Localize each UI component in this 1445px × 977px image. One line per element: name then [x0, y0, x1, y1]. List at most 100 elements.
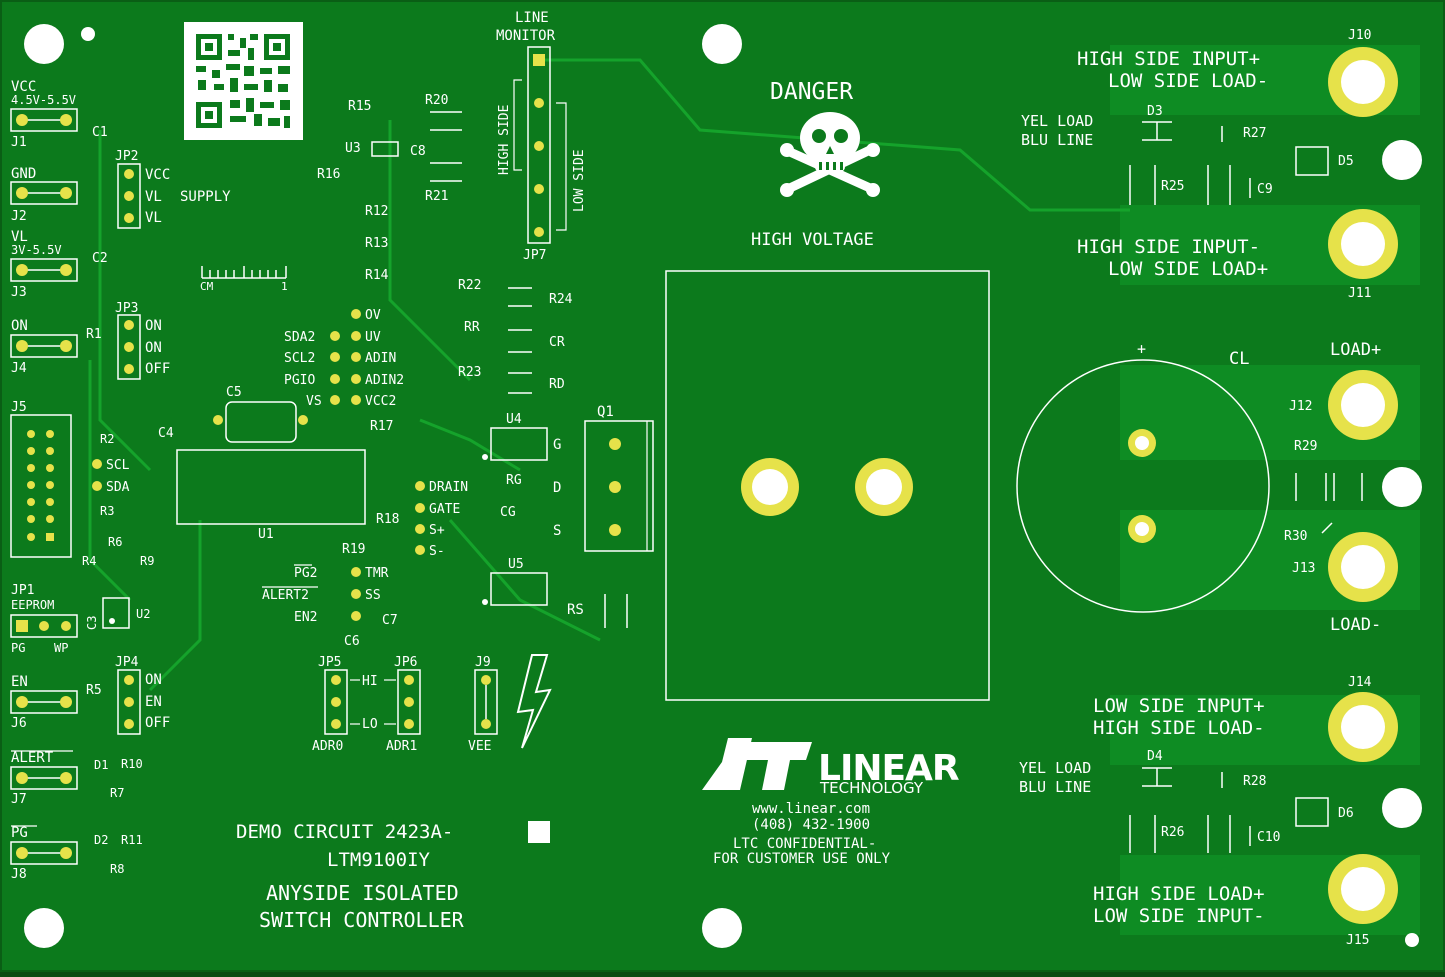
svg-text:C6: C6 — [344, 634, 360, 649]
svg-text:R15: R15 — [348, 99, 371, 114]
svg-text:R5: R5 — [86, 683, 102, 698]
svg-text:J12: J12 — [1289, 399, 1312, 414]
svg-text:YEL LOAD: YEL LOAD — [1019, 759, 1091, 777]
svg-text:R18: R18 — [376, 512, 399, 527]
danger-warning: DANGER HIGH VOLTAGE — [751, 79, 880, 250]
connector-j1: VCC 4.5V-5.5V J1 C1 — [10, 79, 108, 150]
svg-text:EN: EN — [11, 674, 28, 690]
svg-text:ON: ON — [145, 672, 162, 688]
svg-text:SDA2: SDA2 — [284, 330, 315, 345]
svg-text:SCL2: SCL2 — [284, 351, 315, 366]
svg-text:R24: R24 — [549, 292, 573, 307]
qr-code-icon — [184, 22, 303, 140]
mount-hole-bl — [24, 908, 64, 948]
svg-text:R26: R26 — [1161, 825, 1184, 840]
terminal-j14: J14 LOW SIDE INPUT+ HIGH SIDE LOAD- — [1093, 675, 1398, 762]
svg-text:S+: S+ — [429, 523, 445, 538]
svg-text:SDA: SDA — [106, 480, 130, 495]
svg-text:D5: D5 — [1338, 154, 1354, 169]
svg-text:PGIO: PGIO — [284, 373, 315, 388]
svg-text:JP2: JP2 — [115, 149, 138, 164]
test-points-mosfet: DRAIN GATE S+ S- R18 R19 — [342, 480, 468, 559]
svg-text:ON: ON — [11, 318, 28, 334]
svg-text:U3: U3 — [345, 141, 361, 156]
svg-text:CL: CL — [1229, 349, 1249, 369]
svg-text:HI: HI — [362, 674, 378, 689]
svg-text:C8: C8 — [410, 144, 426, 159]
svg-text:J7: J7 — [11, 792, 27, 807]
svg-text:HIGH SIDE LOAD+: HIGH SIDE LOAD+ — [1093, 883, 1265, 905]
heatsink-area — [665, 270, 990, 701]
svg-text:JP4: JP4 — [115, 655, 139, 670]
opto-u4: U4 RG CG — [482, 412, 548, 520]
led-d3-block: YEL LOAD BLU LINE D3 R27 D5 R25 C9 — [1021, 104, 1354, 205]
svg-text:J1: J1 — [11, 135, 27, 150]
logo-technology-text: TECHNOLOGY — [819, 779, 924, 797]
svg-text:U1: U1 — [258, 527, 274, 542]
svg-text:VL: VL — [145, 210, 162, 226]
svg-text:LOAD+: LOAD+ — [1330, 340, 1381, 360]
jumper-jp4: JP4 ON EN OFF — [115, 655, 170, 735]
svg-text:UV: UV — [365, 330, 381, 345]
svg-text:DRAIN: DRAIN — [429, 480, 468, 495]
svg-text:JP6: JP6 — [394, 655, 417, 670]
svg-text:D3: D3 — [1147, 104, 1163, 119]
svg-text:BLU LINE: BLU LINE — [1021, 131, 1093, 149]
svg-text:R28: R28 — [1243, 774, 1266, 789]
svg-text:J15: J15 — [1346, 933, 1369, 948]
svg-text:D: D — [553, 480, 561, 496]
terminals-j12-j13: LOAD+ J12 R29 R30 J13 LOAD- — [1284, 340, 1398, 635]
svg-text:R14: R14 — [365, 268, 389, 283]
svg-text:LOW SIDE INPUT+: LOW SIDE INPUT+ — [1093, 695, 1265, 717]
connector-j7: ALERT J7 D1 R10 R7 — [10, 750, 143, 807]
svg-text:C2: C2 — [92, 251, 108, 266]
svg-text:EEPROM: EEPROM — [11, 598, 54, 612]
svg-text:ALERT: ALERT — [11, 750, 54, 766]
svg-text:CG: CG — [500, 505, 516, 520]
svg-text:HIGH SIDE LOAD-: HIGH SIDE LOAD- — [1093, 717, 1265, 739]
svg-text:R2: R2 — [100, 432, 114, 446]
logo-linear-text: LINEAR — [818, 748, 959, 789]
svg-text:R29: R29 — [1294, 439, 1317, 454]
connector-j2: GND J2 — [10, 166, 78, 224]
via-hole — [81, 27, 95, 41]
svg-text:R13: R13 — [365, 236, 388, 251]
svg-text:PG: PG — [11, 825, 28, 841]
connector-j4: ON J4 R1 — [10, 318, 102, 376]
svg-text:+: + — [1137, 340, 1146, 358]
svg-text:LINE: LINE — [515, 10, 549, 26]
svg-text:3V-5.5V: 3V-5.5V — [11, 243, 62, 257]
svg-text:CM: CM — [200, 280, 214, 293]
svg-text:D1: D1 — [94, 758, 108, 772]
svg-text:SCL: SCL — [106, 458, 130, 473]
svg-text:MONITOR: MONITOR — [496, 28, 556, 44]
capacitor-cl: + CL — [1016, 340, 1270, 613]
demo-circuit-label: DEMO CIRCUIT 2423A- — [236, 821, 453, 843]
svg-text:JP3: JP3 — [115, 301, 138, 316]
test-points-timer: TMR PG2 SS ALERT2 EN2 C7 C6 — [262, 564, 398, 649]
skull-crossbones-icon — [780, 112, 880, 197]
svg-text:LO: LO — [362, 717, 378, 732]
svg-text:R1: R1 — [86, 327, 102, 342]
svg-text:ALERT2: ALERT2 — [262, 588, 309, 603]
traces — [88, 58, 1130, 692]
contact-info: www.linear.com (408) 432-1900 LTC CONFID… — [713, 801, 891, 867]
svg-text:SS: SS — [365, 588, 381, 603]
mount-hole-bm — [702, 908, 742, 948]
svg-text:LOW SIDE: LOW SIDE — [572, 149, 587, 212]
svg-text:OV: OV — [365, 308, 381, 323]
svg-text:YEL LOAD: YEL LOAD — [1021, 112, 1093, 130]
mount-hole-r2 — [1382, 467, 1422, 507]
svg-text:LOW SIDE INPUT-: LOW SIDE INPUT- — [1093, 905, 1265, 927]
high-voltage-label: HIGH VOLTAGE — [751, 230, 874, 250]
svg-text:R22: R22 — [458, 278, 481, 293]
svg-text:J11: J11 — [1348, 286, 1371, 301]
svg-text:R16: R16 — [317, 167, 340, 182]
svg-text:GND: GND — [11, 166, 36, 182]
svg-text:J3: J3 — [11, 285, 27, 300]
svg-text:EN: EN — [145, 694, 162, 710]
mosfet-q1: Q1 G D S — [553, 404, 654, 552]
svg-text:RR: RR — [464, 320, 480, 335]
svg-text:C9: C9 — [1257, 182, 1273, 197]
svg-text:J13: J13 — [1292, 561, 1315, 576]
